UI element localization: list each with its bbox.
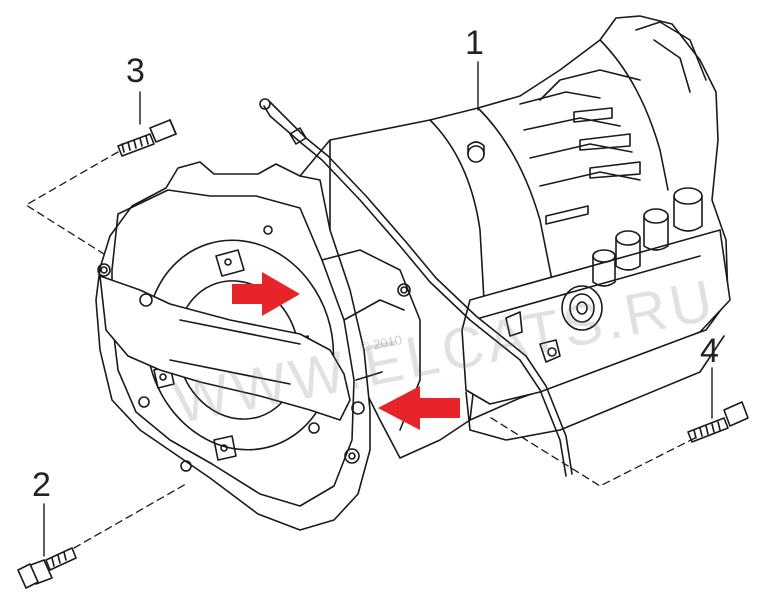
- callout-leaders: [43, 61, 713, 557]
- red-arrow-lower: [378, 386, 460, 430]
- bolt-4: [687, 401, 749, 443]
- dipstick-tube: [259, 98, 573, 477]
- callout-2: 2: [32, 466, 51, 504]
- bolt-3: [117, 119, 177, 157]
- bolt-2: [17, 547, 77, 589]
- callout-4: 4: [700, 332, 719, 370]
- bell-housing: [95, 139, 485, 531]
- callout-3: 3: [126, 52, 145, 90]
- leader-lines: [25, 151, 696, 549]
- callout-1: 1: [465, 24, 484, 62]
- red-arrow-upper: [232, 272, 300, 316]
